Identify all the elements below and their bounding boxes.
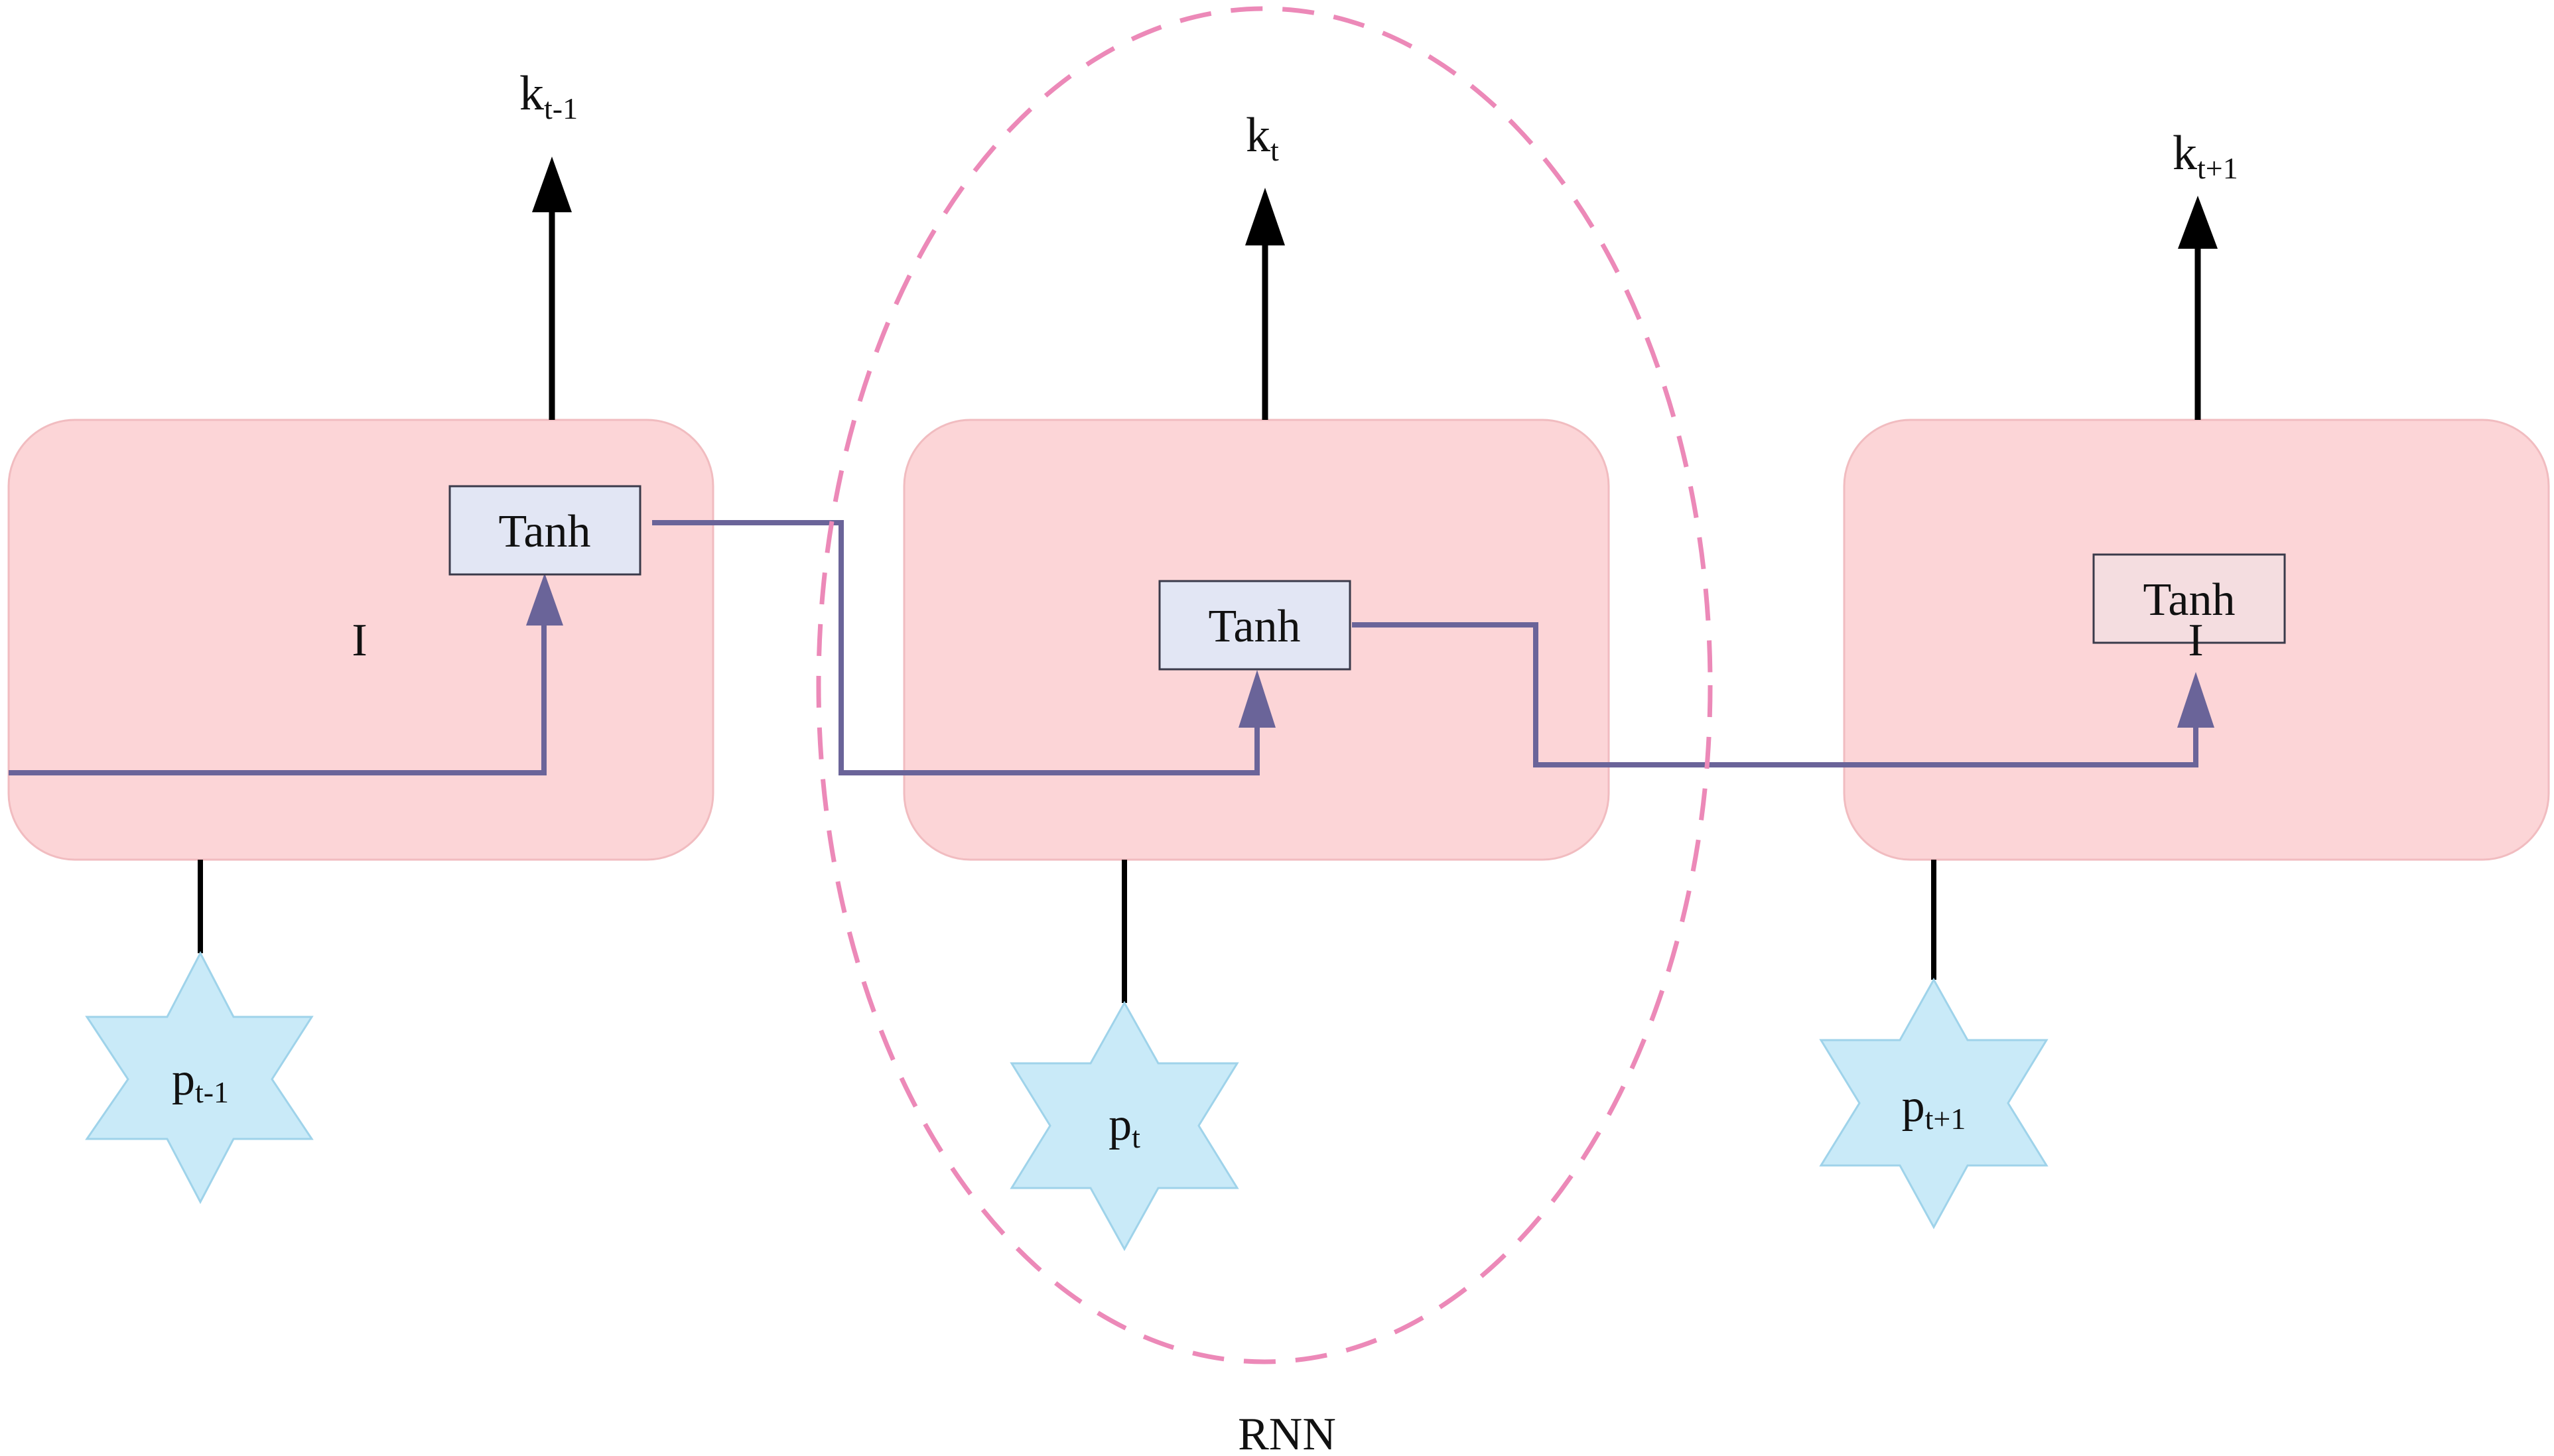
svg-text:Tanh: Tanh <box>499 506 591 557</box>
tanh-unit-next: Tanh <box>2092 553 2286 644</box>
input-star-current: pt <box>1010 1000 1239 1252</box>
output-label-next: kt+1 <box>2173 126 2238 185</box>
input-star-prev: pt-1 <box>85 951 314 1205</box>
output-label-prev: kt-1 <box>519 66 578 125</box>
svg-text:pt-1: pt-1 <box>172 1054 229 1109</box>
output-arrow-next <box>2178 196 2218 420</box>
tanh-unit-current: Tanh <box>1158 580 1351 671</box>
flow-arrowhead-prev <box>526 573 563 626</box>
rnn-group-label: RNN <box>1238 1409 1336 1456</box>
svg-text:pt+1: pt+1 <box>1902 1081 1966 1136</box>
input-star-next: pt+1 <box>1819 977 2049 1230</box>
svg-text:Tanh: Tanh <box>1209 601 1301 652</box>
svg-text:Tanh: Tanh <box>2143 574 2236 626</box>
cell-next-i-label: I <box>2188 615 2203 666</box>
rnn-group-ring <box>816 6 1713 1364</box>
hidden-state-flow-entry <box>9 624 547 775</box>
flow-arrowhead-current <box>1239 670 1276 728</box>
tanh-unit-prev: Tanh <box>448 485 641 576</box>
output-label-current: kt <box>1246 108 1279 167</box>
cell-prev-i-label: I <box>352 615 367 666</box>
flow-arrowhead-next <box>2177 672 2214 728</box>
svg-text:pt: pt <box>1109 1099 1140 1154</box>
hidden-state-flow-prev-to-current <box>652 520 1260 775</box>
output-arrow-prev <box>532 157 572 420</box>
output-arrow-current <box>1245 188 1285 420</box>
hidden-state-flow-current-to-next <box>1352 622 2198 767</box>
